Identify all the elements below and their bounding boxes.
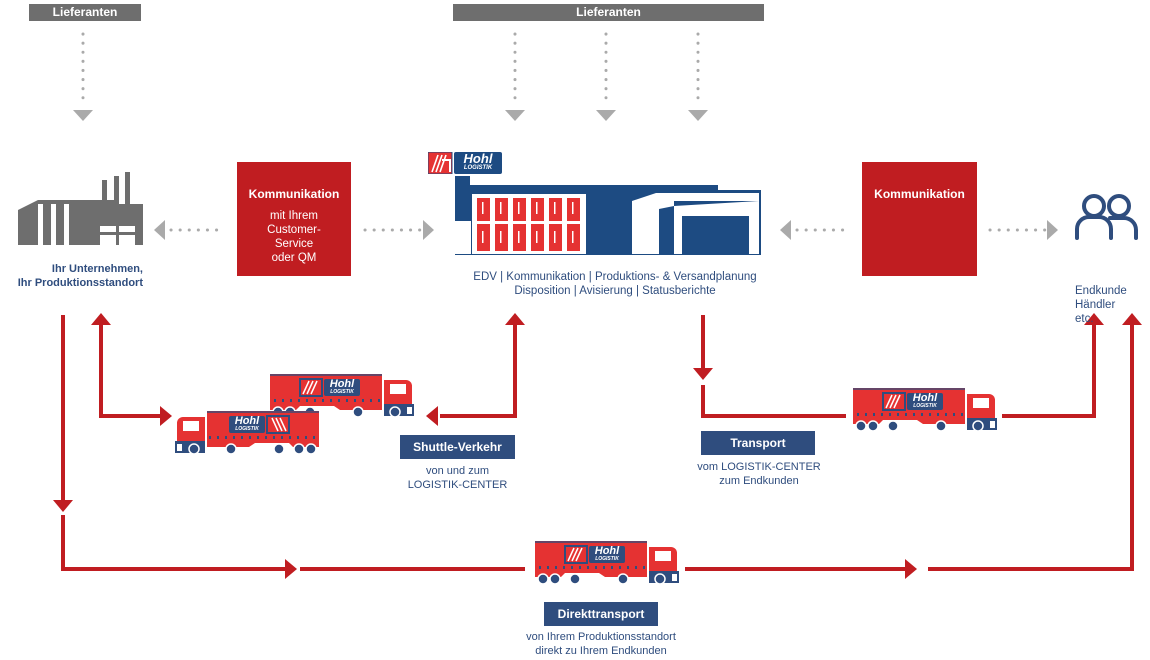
customer-line: etc. (1075, 313, 1094, 325)
comm-arrow-to-customer (988, 220, 1058, 240)
communication-box-left: Kommunikation mit Ihrem Customer- Servic… (237, 162, 351, 276)
communication-left-title: Kommunikation (248, 187, 340, 201)
services-line1: EDV | Kommunikation | Produktions- & Ver… (473, 271, 757, 283)
truck-icon (535, 541, 679, 585)
transport-desc: vom LOGISTIK-CENTER zum Endkunden (685, 460, 833, 488)
line-transport-mid (701, 385, 846, 418)
comm-arrow-to-company (154, 220, 225, 240)
comm-arrow-to-center (363, 220, 434, 240)
communication-arrows (154, 220, 1058, 240)
direct-desc: von Ihrem Produktionsstandort direkt zu … (495, 630, 707, 658)
comm-left-line: Service (274, 238, 314, 250)
shuttle-label: Shuttle-Verkehr (400, 435, 515, 459)
line-direct-bottom-left (61, 515, 285, 571)
direct-desc-line2: direkt zu Ihrem Endkunden (535, 645, 667, 657)
supplier-arrow-left (73, 32, 93, 121)
truck-logo-text: Hohl (912, 392, 938, 404)
truck-logo-subtext: LOGISTIK (330, 389, 354, 395)
factory-icon (18, 172, 143, 245)
truck-logo-text: Hohl (329, 378, 355, 390)
transport-label: Transport (701, 431, 815, 455)
truck-logo-text: Hohl (234, 415, 260, 427)
supplier-arrows (73, 32, 708, 121)
company-label: Ihr Unternehmen, Ihr Produktionsstandort (0, 262, 143, 290)
end-customer-label: Endkunde Händler etc. (1075, 284, 1145, 326)
customer-line: Endkunde (1075, 285, 1127, 297)
comm-left-line: mit Ihrem (270, 210, 318, 222)
direct-desc-line1: von Ihrem Produktionsstandort (526, 631, 676, 643)
red-flow-lines (61, 315, 1134, 571)
truck-logo-text: Hohl (594, 545, 620, 557)
company-label-line1: Ihr Unternehmen, (51, 263, 143, 275)
supplier-arrow-center-3 (688, 32, 708, 121)
company-label-line2: Ihr Produktionsstandort (17, 277, 143, 289)
comm-arrow-to-center-right (780, 220, 852, 240)
direct-label: Direkttransport (544, 602, 658, 626)
supplier-arrow-center-2 (596, 32, 616, 121)
line-shuttle-out (99, 325, 160, 418)
hohl-logo-icon (427, 151, 502, 175)
logistics-center-services: EDV | Kommunikation | Produktions- & Ver… (420, 270, 810, 298)
customers-icon (1075, 194, 1138, 240)
truck-icon (270, 374, 414, 418)
red-arrowheads (53, 313, 1142, 579)
truck-icon (175, 411, 319, 455)
truck-icon (853, 388, 997, 432)
customer-line: Händler (1075, 299, 1116, 311)
suppliers-left-label: Lieferanten (29, 4, 141, 21)
truck-logo-subtext: LOGISTIK (913, 403, 937, 409)
truck-logo-subtext: LOGISTIK (595, 556, 619, 562)
shuttle-desc-line1: von und zum (426, 465, 489, 477)
logo-text: Hohl (463, 151, 493, 166)
logistics-center-building-icon (455, 176, 764, 256)
transport-desc-line2: zum Endkunden (719, 475, 799, 487)
communication-right-title: Kommunikation (874, 187, 965, 201)
shuttle-desc: von und zum LOGISTIK-CENTER (390, 464, 525, 492)
line-transport-up (1002, 325, 1096, 418)
comm-left-line: oder QM (271, 252, 317, 264)
comm-left-line: Customer- (267, 224, 321, 236)
truck-logo-subtext: LOGISTIK (235, 426, 259, 432)
line-direct-up-right (928, 325, 1134, 571)
communication-left-desc: mit Ihrem Customer- Service oder QM (237, 209, 351, 265)
line-shuttle-back (440, 325, 517, 418)
shuttle-desc-line2: LOGISTIK-CENTER (407, 479, 508, 491)
communication-box-right: Kommunikation (862, 162, 977, 276)
services-line2: Disposition | Avisierung | Statusbericht… (514, 285, 716, 297)
supplier-arrow-center-1 (505, 32, 525, 121)
hohl-logo: Hohl LOGISTIK (427, 151, 502, 175)
logo-subtext: LOGISTIK (463, 165, 493, 171)
transport-desc-line1: vom LOGISTIK-CENTER (697, 461, 821, 473)
suppliers-center-label: Lieferanten (453, 4, 764, 21)
